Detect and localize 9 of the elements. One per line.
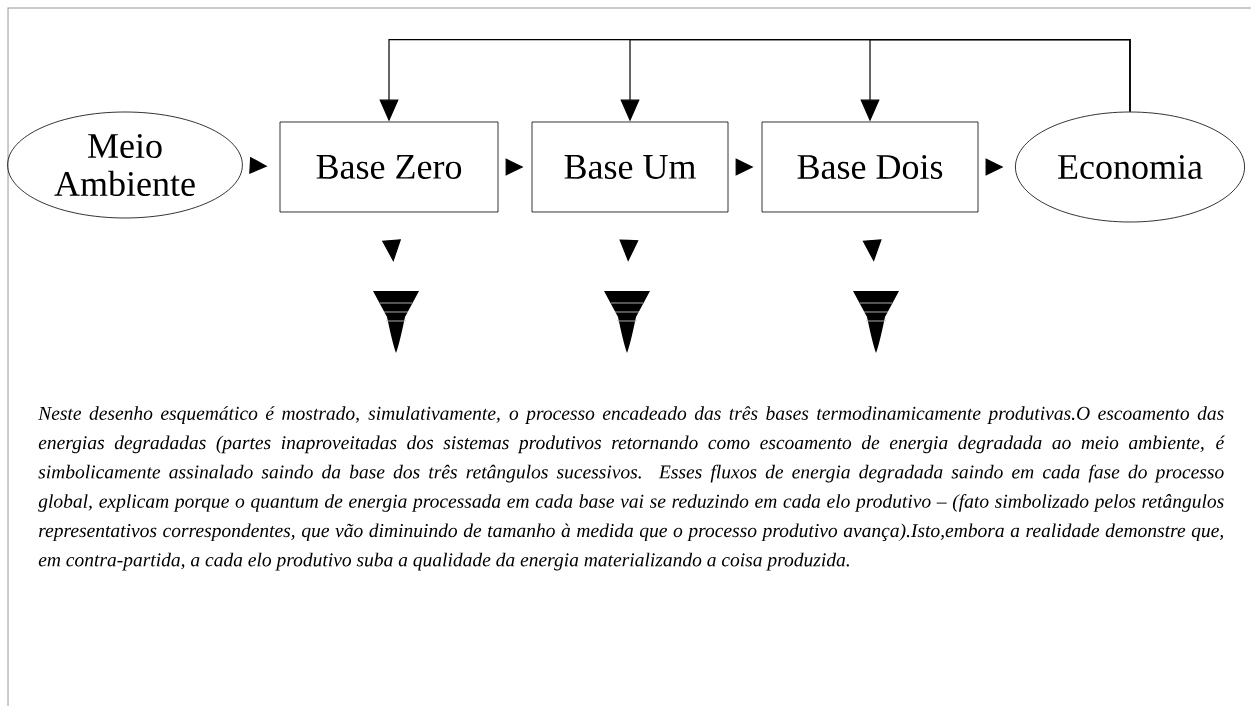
funnel-drawing <box>604 291 650 353</box>
funnel-drawing <box>853 291 899 353</box>
ellipse-node: Economia <box>1015 111 1245 223</box>
funnel-drawing <box>373 291 419 353</box>
process-box: Base Um <box>531 121 729 213</box>
ellipse-node: Meio Ambiente <box>7 111 243 219</box>
process-box: Base Dois <box>761 121 979 213</box>
caption: Neste desenho esquemático é mostrado, simulativamente, o processo encadeado das três bases termodinamicamente produtivas.O escoamento das energias degradadas (partes inaproveitadas dos sistemas produtivos retornando como escoamento de energia degradada ao meio ambiente, é simbolicamente assinalado saindo da base dos três retângulos sucessivos. Esses fluxos de energia degradada saindo em cada fase do processo global, explicam porque o quantum de energia processada em cada base vai se reduzindo em cada elo produtivo – (fato simbolizado pelos retângulos representativos correspondentes, que vão diminuindo de tamanho à medida que o processo produtivo avança).Isto,embora a realidade demonstre que, em contra-partida, a cada elo produtivo suba a qualidade da energia materializando a coisa produzida. <box>38 406 1225 571</box>
process-box: Base Zero <box>279 121 499 213</box>
